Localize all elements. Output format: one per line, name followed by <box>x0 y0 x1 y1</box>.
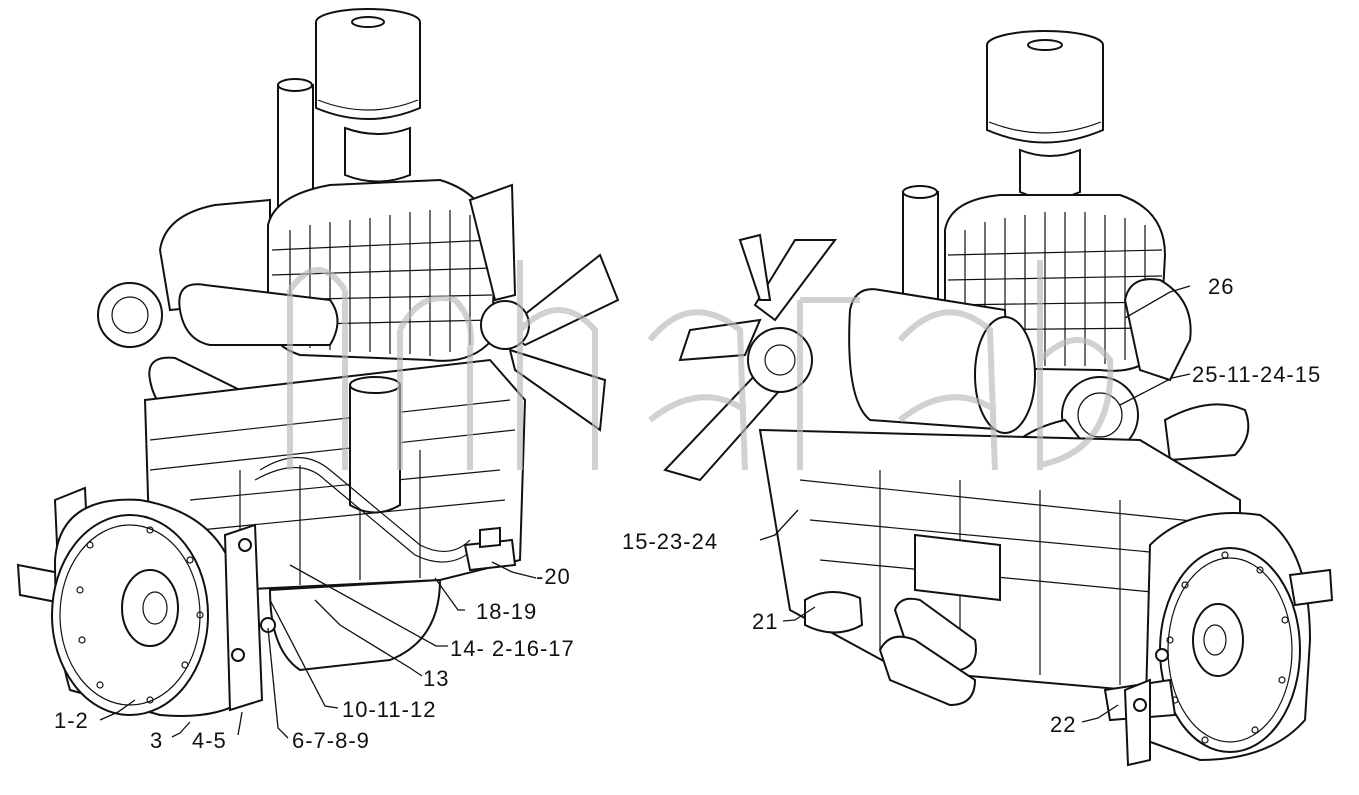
leader-lines <box>99 285 1191 739</box>
callouts-right: 26 25-11-24-15 15-23-24 21 22 <box>622 274 1321 737</box>
engine-left-view <box>16 8 620 717</box>
watermark-logo-icon <box>287 260 1114 471</box>
callout-14-2-16-17: 14- 2-16-17 <box>450 636 575 661</box>
callout-25-11-24-15: 25-11-24-15 <box>1192 362 1321 387</box>
callout-6-7-8-9: 6-7-8-9 <box>292 728 370 753</box>
callout-26: 26 <box>1208 274 1234 299</box>
callout-20: -20 <box>536 564 571 589</box>
callouts-left: 1-2 3 4-5 6-7-8-9 10-11-12 13 14- 2-16-1… <box>54 564 575 753</box>
callout-1-2: 1-2 <box>54 708 89 733</box>
engine-right-view <box>663 30 1334 767</box>
callout-22: 22 <box>1050 712 1076 737</box>
callout-4-5: 4-5 <box>192 728 227 753</box>
callout-18-19: 18-19 <box>476 599 537 624</box>
callout-21: 21 <box>752 609 778 634</box>
callout-3: 3 <box>150 728 163 753</box>
callout-13: 13 <box>423 666 449 691</box>
callout-15-23-24: 15-23-24 <box>622 529 718 554</box>
callout-10-11-12: 10-11-12 <box>342 697 436 722</box>
